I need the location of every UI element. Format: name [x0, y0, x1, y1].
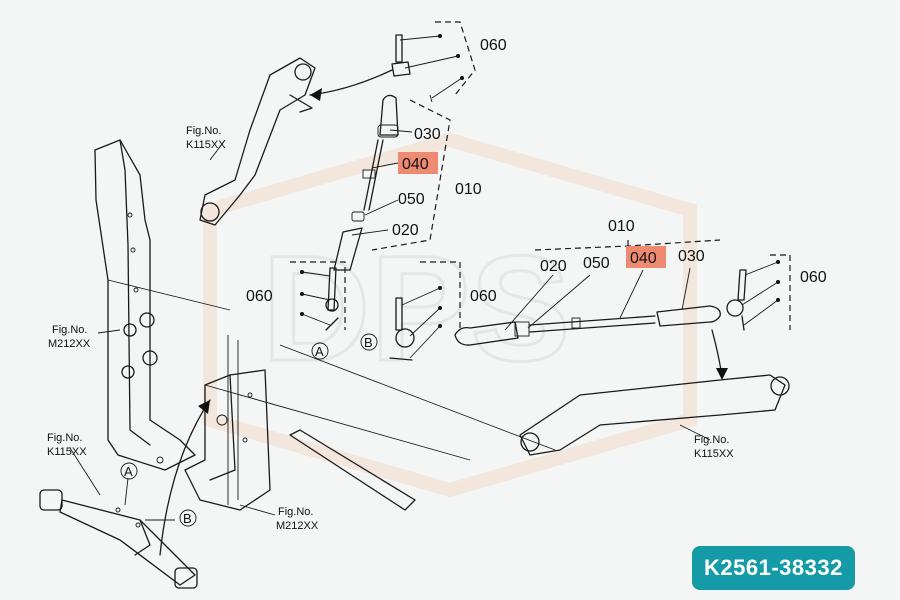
callout-right-010: 010 [608, 218, 635, 235]
marker-a-top-circle [311, 342, 329, 360]
lower-bracket [184, 335, 556, 511]
figref-top-arm-number: K115XX [186, 139, 226, 151]
figref-top-arm-label: Fig.No. [186, 125, 221, 137]
callout-top-040: 040 [402, 156, 429, 173]
callout-right-060: 060 [800, 269, 827, 286]
figref-bracket-left-label: Fig.No. [52, 324, 87, 336]
top-lift-arm [199, 57, 316, 226]
callout-right-020: 020 [540, 258, 567, 275]
figref-bottom-arm-label: Fig.No. [47, 432, 82, 444]
bottom-arm [39, 489, 198, 589]
callout-top-060: 060 [480, 37, 507, 54]
figref-right-arm-number: K115XX [694, 448, 734, 460]
marker-b-top: B [364, 335, 373, 350]
marker-a-bottom: A [124, 464, 133, 479]
watermark: DPS [203, 132, 697, 498]
vertical-check-chain [325, 34, 433, 331]
callout-top-030: 030 [414, 126, 441, 143]
main-bracket [94, 139, 231, 471]
horizontal-check-chain [389, 269, 747, 361]
callout-top-010: 010 [455, 181, 482, 198]
figref-bracket-bottom-label: Fig.No. [278, 506, 313, 518]
figref-bracket-left-number: M212XX [48, 338, 91, 350]
callout-brackets [290, 21, 791, 330]
callout-right-030: 030 [678, 248, 705, 265]
marker-b-bottom-circle [179, 509, 197, 527]
figref-bottom-arm-number: K115XX [47, 446, 87, 458]
highlight-right-040 [626, 246, 666, 268]
watermark-text: DPS [262, 224, 570, 392]
highlight-top-040 [398, 152, 438, 174]
callout-right-050: 050 [583, 255, 610, 272]
part-code-badge: K2561-38332 [692, 546, 855, 590]
figref-bracket-bottom-number: M212XX [276, 520, 319, 532]
callout-top-050: 050 [398, 191, 425, 208]
callout-left-060b: 060 [470, 288, 497, 305]
right-lift-arm [519, 374, 790, 456]
marker-b-top-circle [360, 333, 378, 351]
callout-top-020: 020 [392, 222, 419, 239]
assembly-arrows [159, 69, 728, 556]
marker-a-bottom-circle [120, 462, 138, 480]
figref-right-arm-label: Fig.No. [694, 434, 729, 446]
marker-a-top: A [315, 344, 324, 359]
callout-right-040: 040 [630, 250, 657, 267]
callout-left-060a: 060 [246, 288, 273, 305]
marker-b-bottom: B [183, 511, 192, 526]
leader-lines [69, 34, 780, 521]
